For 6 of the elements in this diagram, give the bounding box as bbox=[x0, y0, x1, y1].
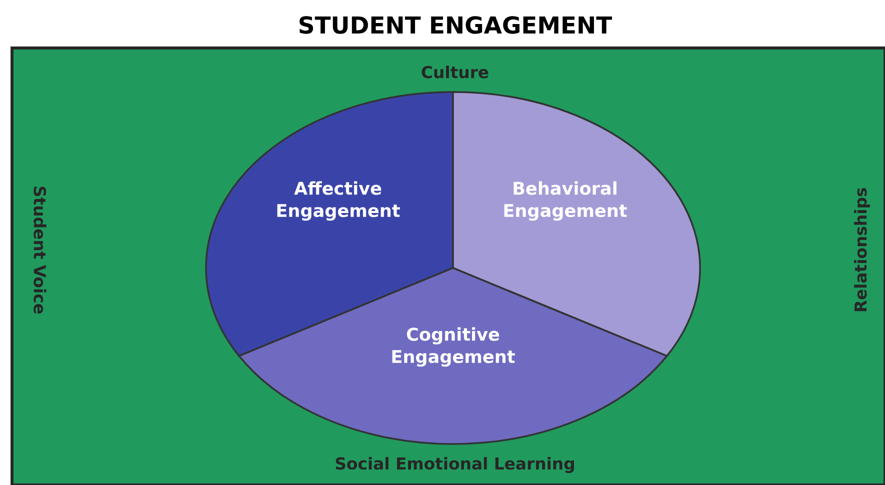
pie-sector: Cognitive Engagement bbox=[238, 267, 668, 445]
title: STUDENT ENGAGEMENT bbox=[300, 16, 612, 34]
band-label: Social Emotional Learning bbox=[336, 457, 574, 473]
band-label: Student Voice bbox=[34, 186, 46, 314]
band-label: Relationships bbox=[854, 188, 870, 312]
band-label: Culture bbox=[422, 66, 488, 78]
